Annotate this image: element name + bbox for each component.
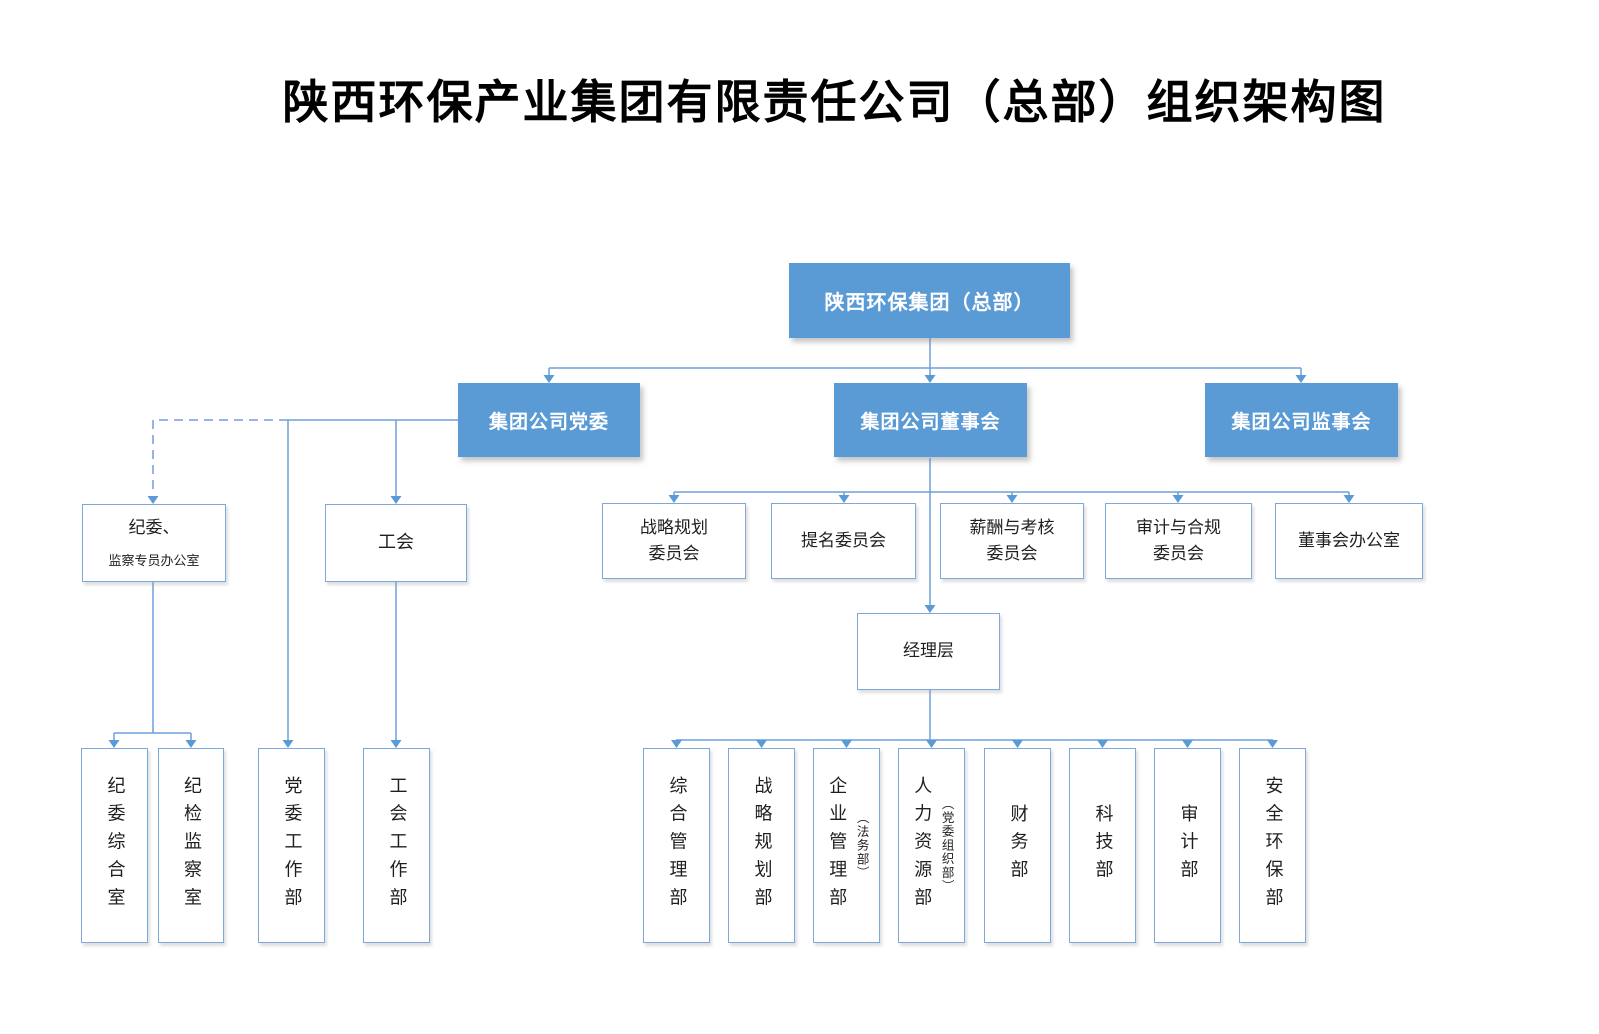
node-human-resources-dept-label: 人力资源部 [912,775,933,916]
node-enterprise-management-dept: 企业管理部 （法务部） [813,748,880,943]
node-party-work-dept: 党委工作部 [258,748,325,943]
node-supervisory-board-label: 集团公司监事会 [1231,411,1372,433]
node-audit-dept-label: 审计部 [1178,803,1199,888]
org-chart-title: 陕西环保产业集团有限责任公司（总部）组织架构图 [282,75,1387,129]
node-human-resources-dept: 人力资源部 （党委组织部） [898,748,965,943]
node-discipline-supervision-office: 纪检监察室 [158,748,224,943]
node-safety-environment-dept: 安全环保部 [1239,748,1306,943]
node-party-committee: 集团公司党委 [458,383,640,457]
node-discipline-general-office: 纪委综合室 [81,748,148,943]
node-group-hq: 陕西环保集团（总部） [789,263,1070,338]
node-discipline-general-office-label: 纪委综合室 [105,775,126,916]
node-group-hq-label: 陕西环保集团（总部） [824,292,1035,314]
node-management-level: 经理层 [857,613,1000,690]
node-board-of-directors-label: 集团公司董事会 [860,411,1001,433]
connector-management-to-departments [671,690,1278,748]
node-audit-compliance-committee: 审计与合规 委员会 [1105,503,1252,579]
node-nomination-committee: 提名委员会 [771,503,916,579]
node-board-office-label: 董事会办公室 [1298,530,1400,550]
node-enterprise-management-dept-label: 企业管理部 [827,775,848,916]
node-board-of-directors: 集团公司董事会 [834,383,1027,457]
connector-root-to-level2 [543,338,1307,383]
node-labor-union-label: 工会 [378,532,414,553]
node-management-level-label: 经理层 [903,641,954,661]
node-supervisory-board: 集团公司监事会 [1205,383,1398,457]
node-union-work-dept-label: 工会工作部 [387,775,408,916]
connector-discipline-to-offices [108,582,197,748]
node-discipline-inspection-office: 纪委、 监察专员办公室 [82,504,226,582]
node-audit-compliance-committee-line2: 委员会 [1153,544,1204,563]
node-nomination-committee-label: 提名委员会 [801,530,886,550]
node-discipline-inspection-office-line1: 纪委、 [128,518,180,538]
node-human-resources-dept-sublabel: （党委组织部） [939,797,954,894]
node-strategy-committee-line1: 战略规划 [640,517,708,537]
node-strategic-planning-dept: 战略规划部 [728,748,795,943]
node-strategy-committee-line2: 委员会 [648,544,700,563]
node-technology-dept: 科技部 [1069,748,1136,943]
node-general-management-dept-label: 综合管理部 [667,775,688,916]
connector-union-to-union-work-dept [390,582,402,748]
node-safety-environment-dept-label: 安全环保部 [1263,775,1284,916]
node-enterprise-management-dept-sublabel: （法务部） [854,811,869,880]
node-compensation-committee-line1: 薪酬与考核 [969,517,1055,537]
node-strategy-committee: 战略规划 委员会 [602,503,746,579]
node-compensation-committee: 薪酬与考核 委员会 [940,503,1084,579]
node-audit-compliance-committee-line1: 审计与合规 [1136,517,1221,537]
node-audit-dept: 审计部 [1154,748,1221,943]
node-finance-dept-label: 财务部 [1008,803,1029,888]
connector-party-to-left-units [147,419,458,748]
node-discipline-supervision-office-label: 纪检监察室 [181,775,202,916]
node-general-management-dept: 综合管理部 [643,748,710,943]
connector-board-to-committees [668,458,1355,613]
node-party-work-dept-label: 党委工作部 [282,775,303,916]
node-compensation-committee-line2: 委员会 [986,544,1038,563]
node-finance-dept: 财务部 [984,748,1051,943]
node-union-work-dept: 工会工作部 [363,748,430,943]
node-party-committee-label: 集团公司党委 [488,411,609,433]
node-strategic-planning-dept-label: 战略规划部 [752,775,773,916]
node-labor-union: 工会 [325,504,467,582]
node-board-office: 董事会办公室 [1275,503,1423,579]
node-discipline-inspection-office-line2: 监察专员办公室 [108,552,200,568]
node-technology-dept-label: 科技部 [1093,803,1114,888]
